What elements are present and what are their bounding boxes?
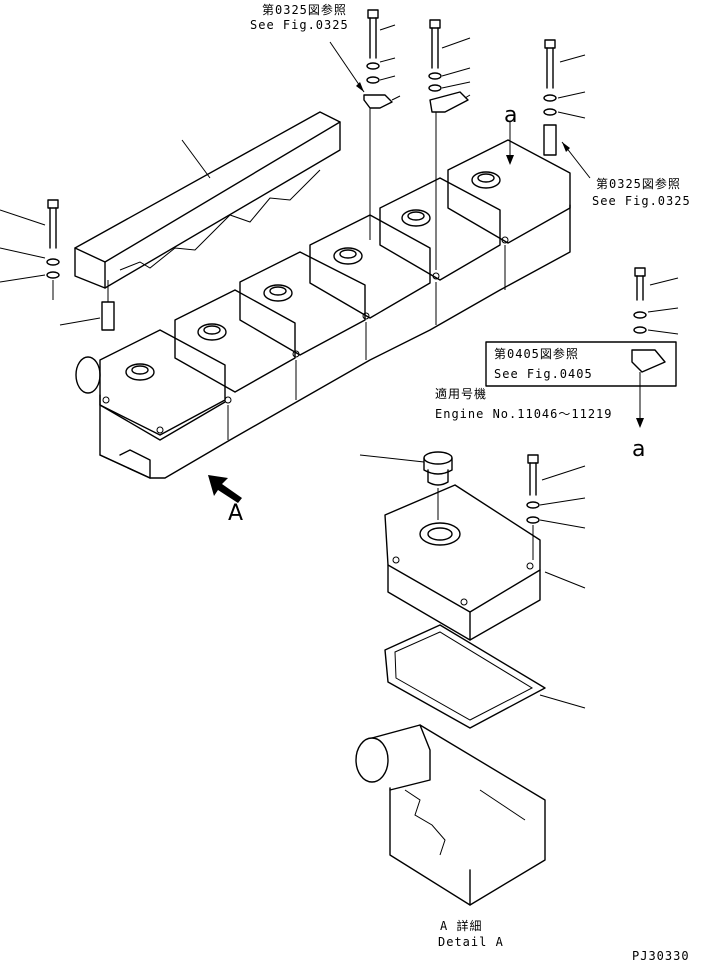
left-bolt-stack <box>0 199 115 331</box>
detail-head <box>355 724 546 906</box>
callout-box-ref: 第0405図参照 See Fig.0405 <box>494 346 593 381</box>
callout-right-ref: 第0325図参照 See Fig.0325 <box>592 176 691 208</box>
detail-oil-cap <box>359 451 453 520</box>
callout-engine: 適用号機 Engine No.11046～11219 <box>435 386 613 421</box>
box-ref-en: See Fig.0405 <box>494 367 593 381</box>
side-cover <box>74 111 341 289</box>
detail-bolt-stack <box>526 454 586 560</box>
drawing-number: PJ30330 <box>632 949 690 963</box>
top-bolts <box>363 9 586 270</box>
engine-jp: 適用号機 <box>435 386 487 401</box>
right-ref-jp: 第0325図参照 <box>596 176 681 191</box>
box-ref-jp: 第0405図参照 <box>494 346 579 361</box>
top-ref-jp: 第0325図参照 <box>262 2 347 17</box>
engine-en: Engine No.11046～11219 <box>435 407 613 421</box>
right-ref-en: See Fig.0325 <box>592 194 691 208</box>
reference-leaders <box>329 41 591 179</box>
rocker-cover-assembly <box>75 139 571 479</box>
detail-jp: A 詳細 <box>440 918 482 933</box>
detail-gasket <box>384 624 586 729</box>
callout-top-ref: 第0325図参照 See Fig.0325 <box>250 2 349 32</box>
view-arrow <box>208 475 242 503</box>
marker-a-top: a <box>504 103 517 128</box>
marker-a-right: a <box>632 437 645 462</box>
view-a-label: A <box>228 501 243 526</box>
top-ref-en: See Fig.0325 <box>250 18 349 32</box>
detail-cover <box>384 484 586 641</box>
right-bolt-stack <box>485 267 679 428</box>
callout-detail: A 詳細 Detail A <box>438 918 504 949</box>
detail-en: Detail A <box>438 935 504 949</box>
